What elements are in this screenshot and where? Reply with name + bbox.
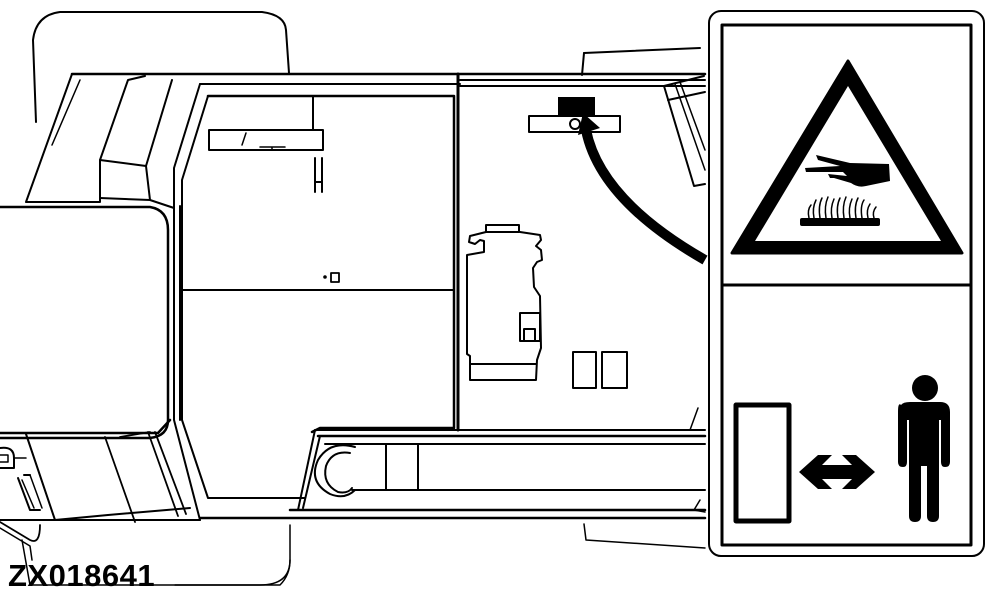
hot-surface-warning-icon	[730, 59, 964, 255]
figure-label: ZX018641	[8, 558, 156, 593]
decal-mount-location	[528, 97, 621, 133]
engine-component	[466, 224, 628, 389]
machine-outline	[0, 11, 707, 586]
callout-arrow	[578, 113, 708, 265]
keep-distance-icon	[733, 375, 950, 524]
